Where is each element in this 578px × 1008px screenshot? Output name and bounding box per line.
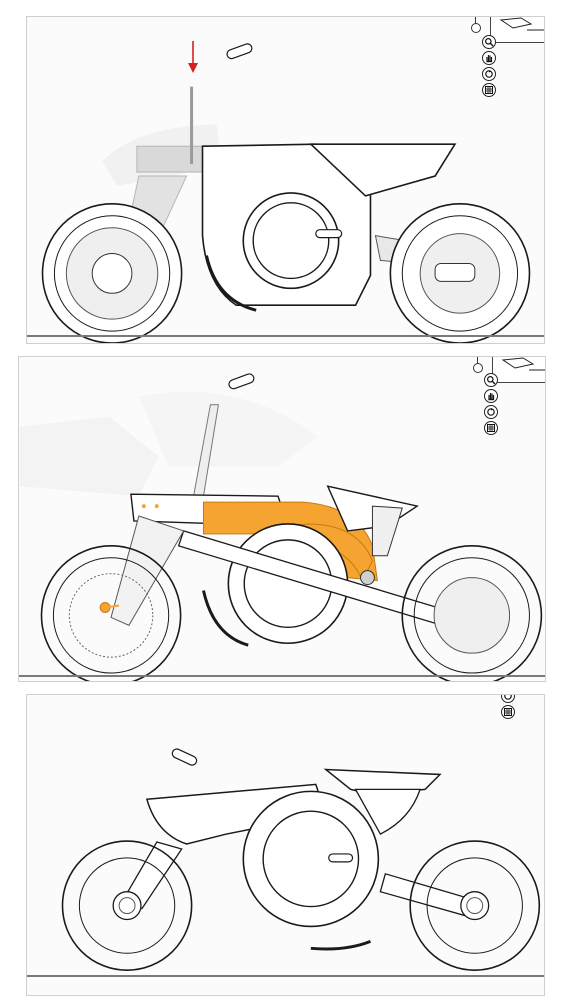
hand-pan-icon	[486, 55, 493, 63]
orbit-rotate-icon	[504, 695, 512, 700]
viewport-top[interactable]	[26, 16, 545, 344]
orbit-button[interactable]	[484, 405, 498, 419]
zoom-button[interactable]	[484, 373, 498, 387]
view-toolbar	[482, 35, 496, 97]
pin-marker-icon[interactable]	[471, 23, 481, 33]
orbit-rotate-icon	[485, 70, 493, 78]
pin-marker-icon[interactable]	[473, 363, 483, 373]
grid-button[interactable]	[482, 83, 496, 97]
viewport-bottom[interactable]	[26, 694, 545, 996]
motorcycle-sketch-top	[41, 43, 531, 343]
zoom-icon	[485, 38, 494, 47]
motorcycle-sketch-bottom	[61, 748, 541, 971]
orbit-button[interactable]	[501, 695, 515, 703]
orbit-button[interactable]	[482, 67, 496, 81]
ground-line	[19, 675, 545, 677]
motorcycle-sketch-middle	[19, 373, 543, 681]
minimap[interactable]	[492, 357, 545, 383]
zoom-button[interactable]	[482, 35, 496, 49]
pin-line	[477, 357, 478, 365]
hand-pan-icon	[488, 393, 495, 401]
grid-button[interactable]	[484, 421, 498, 435]
grid-icon	[485, 86, 493, 94]
pan-button[interactable]	[484, 389, 498, 403]
grid-button[interactable]	[501, 705, 515, 719]
view-toolbar	[501, 695, 515, 719]
view-toolbar	[484, 373, 498, 435]
pin-line	[475, 17, 476, 25]
ground-line	[27, 975, 544, 977]
red-arrow-icon	[188, 41, 198, 73]
zoom-icon	[487, 376, 496, 385]
viewport-middle[interactable]	[18, 356, 546, 682]
pan-button[interactable]	[482, 51, 496, 65]
orbit-rotate-icon	[487, 408, 495, 416]
ground-line	[27, 335, 544, 337]
grid-icon	[504, 708, 512, 716]
minimap-sketch	[499, 17, 544, 31]
minimap[interactable]	[490, 17, 544, 43]
minimap-sketch	[501, 357, 545, 371]
grid-icon	[487, 424, 495, 432]
